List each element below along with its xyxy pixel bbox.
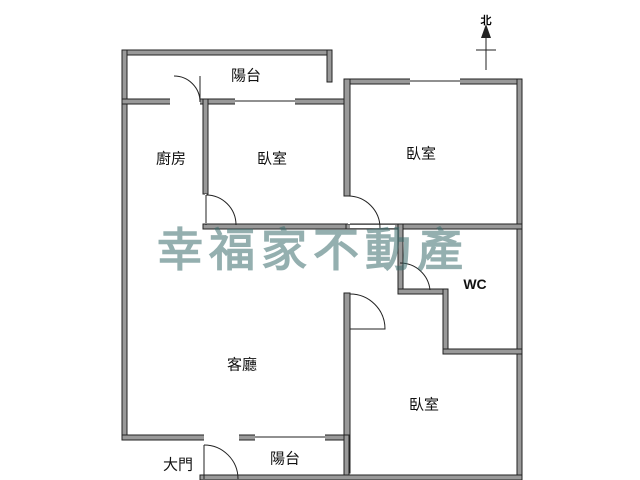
main-door-label: 大門 — [162, 455, 194, 474]
balcony-bottom-label: 陽台 — [269, 449, 301, 468]
bedroom-1-label: 臥室 — [256, 149, 288, 168]
wall — [121, 49, 128, 441]
wall — [516, 78, 523, 476]
wall — [343, 434, 350, 476]
watermark: 幸福家不動產 — [157, 223, 469, 277]
wc-label: WC — [463, 276, 487, 292]
wall — [397, 288, 449, 295]
north-label: 北 — [480, 14, 492, 27]
bedroom-2-label: 臥室 — [405, 144, 437, 163]
wall — [326, 49, 333, 83]
bedroom-3-label: 臥室 — [408, 395, 440, 414]
wall — [202, 98, 209, 195]
north-arrowhead-icon — [481, 24, 491, 38]
kitchen-label: 廚房 — [155, 149, 187, 168]
wall — [199, 474, 523, 480]
wall — [121, 49, 333, 56]
wall — [442, 288, 449, 355]
wall — [442, 348, 523, 355]
wall — [343, 78, 351, 197]
wall — [345, 223, 523, 230]
living-room-label: 客廳 — [226, 355, 258, 374]
balcony-top-label: 陽台 — [230, 66, 262, 85]
